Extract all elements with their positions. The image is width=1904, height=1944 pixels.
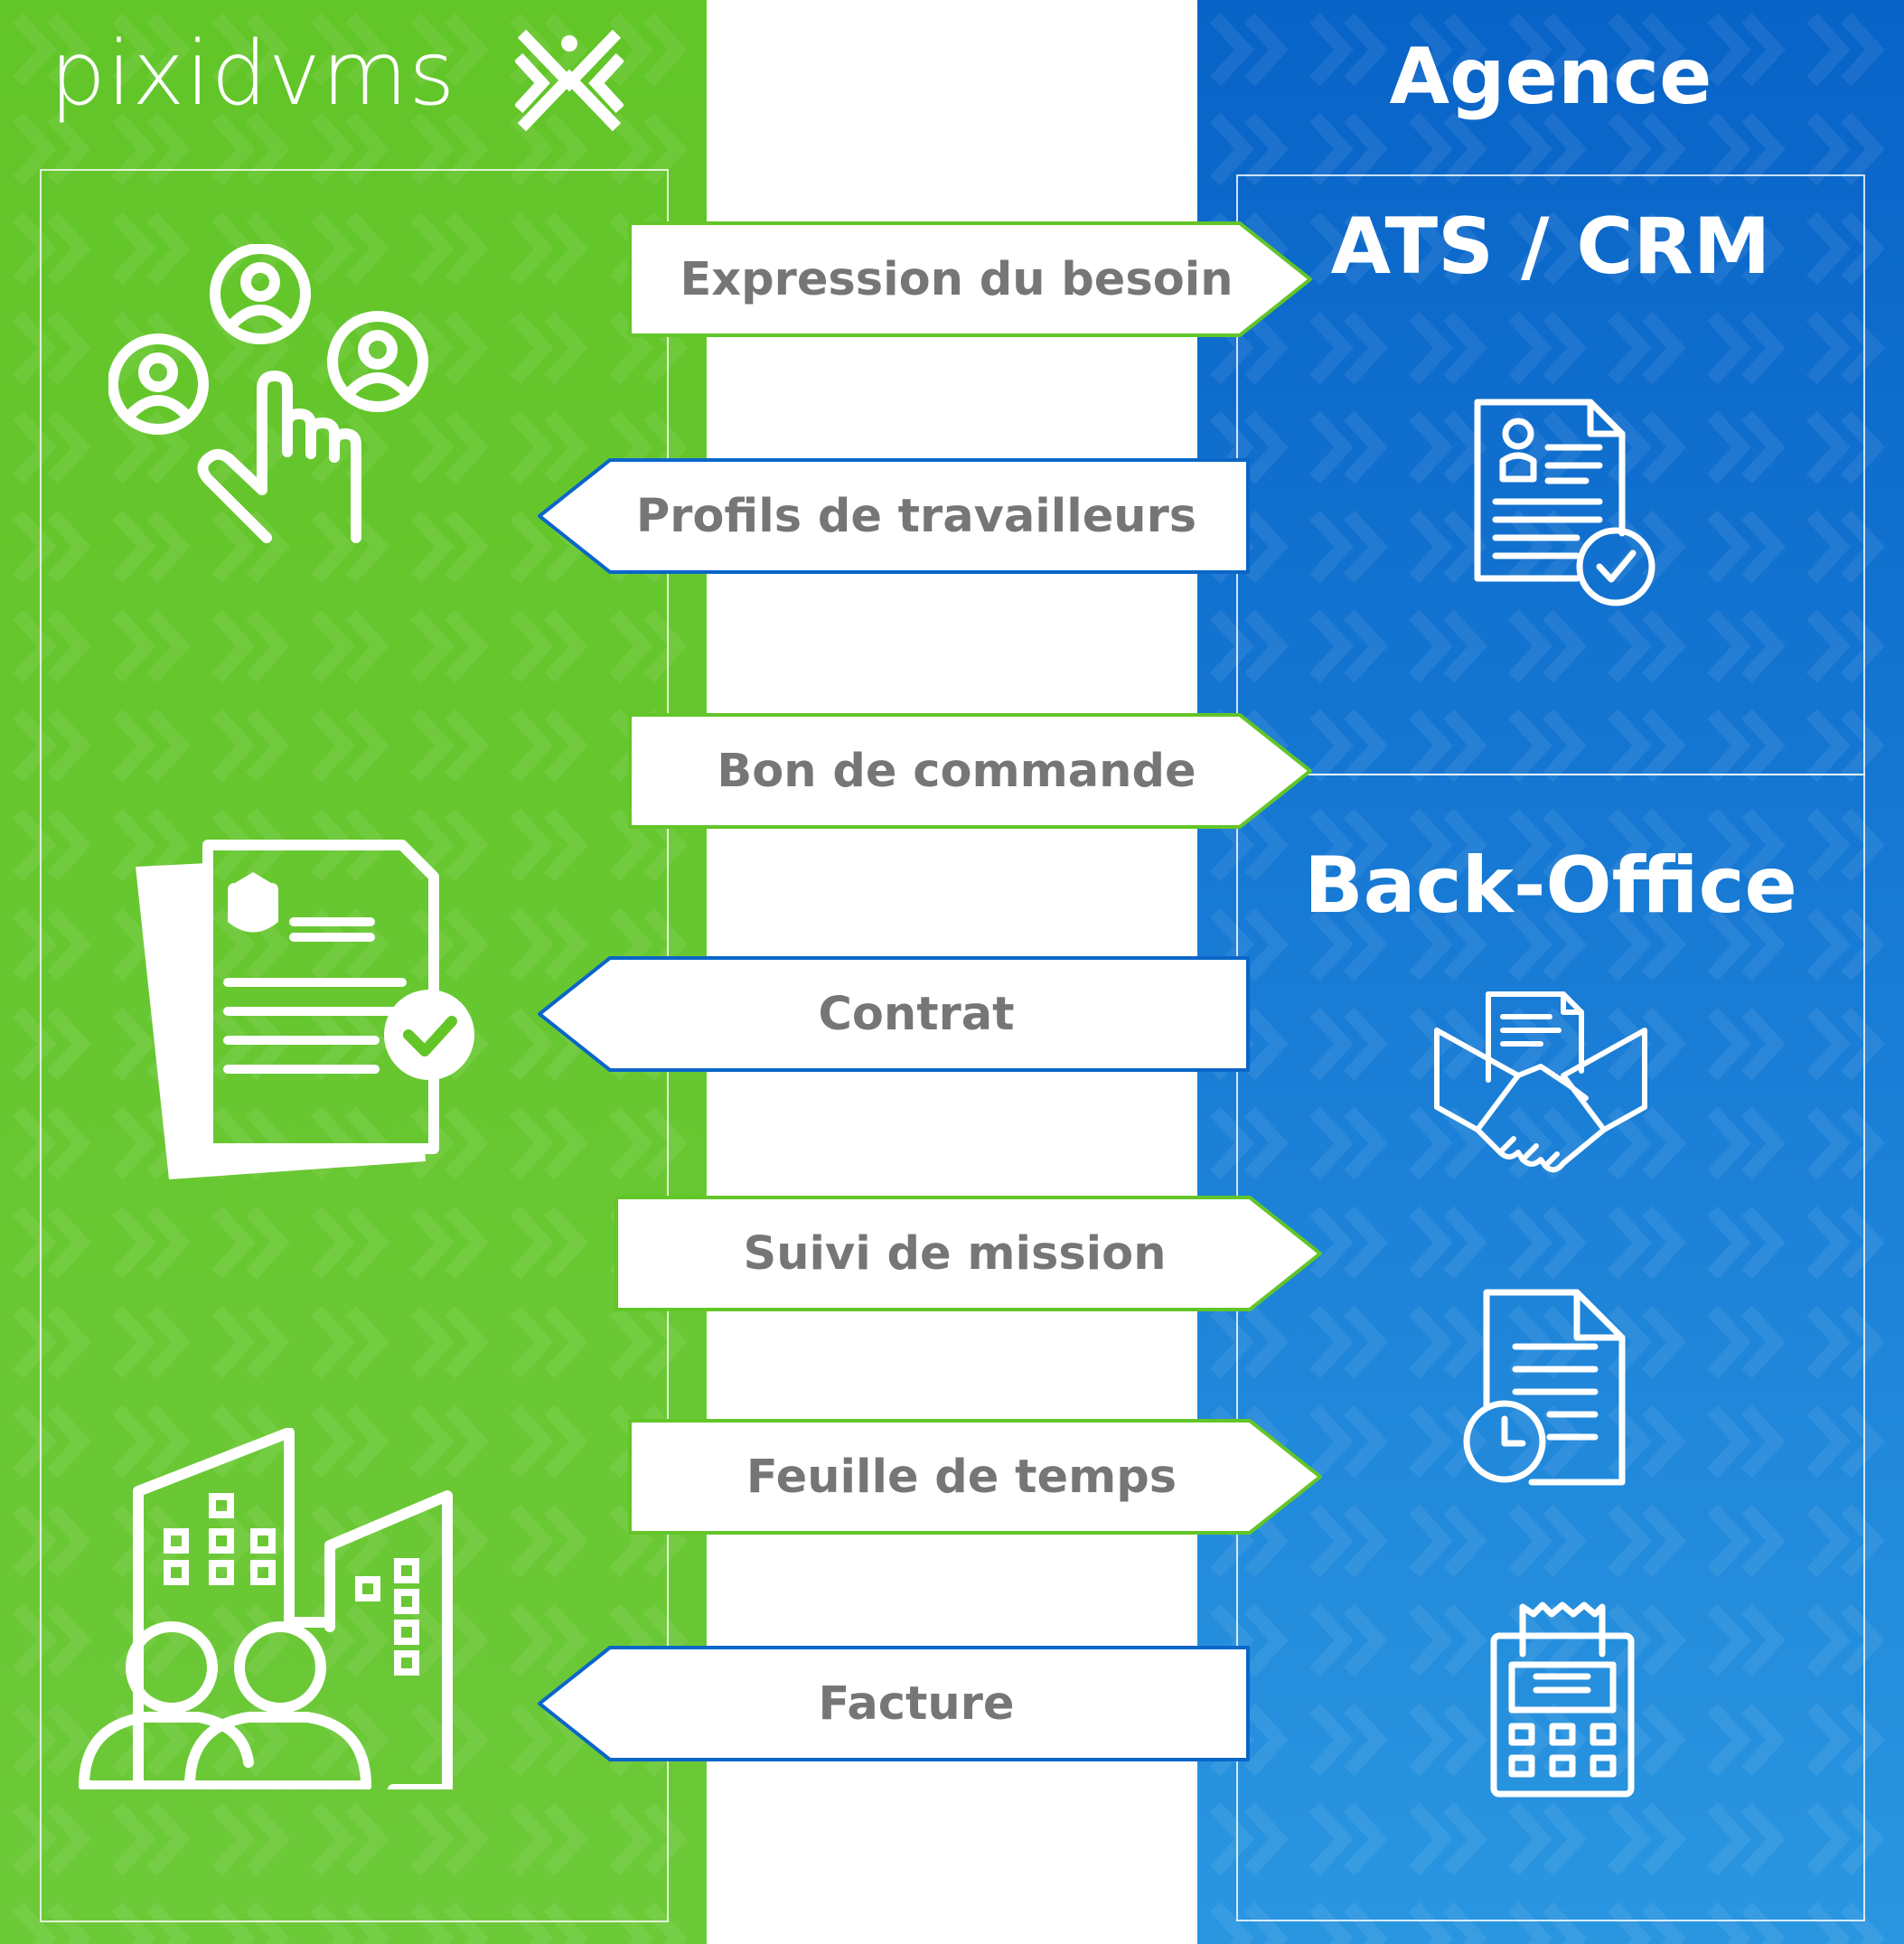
chevron-pattern-background [1197,0,1904,1944]
back-office-title: Back-Office [1304,841,1797,931]
pixid-x-logo-icon [515,29,624,132]
flow-label: Profils de travailleurs [635,489,1197,543]
calculator-receipt-icon [1490,1601,1635,1798]
flow-label: Feuille de temps [746,1450,1177,1504]
flow-arrow-to-agence: Bon de commande [628,713,1312,829]
flow-label: Suivi de mission [743,1226,1167,1281]
flow-label: Bon de commande [717,744,1196,798]
handshake-icon [1434,991,1647,1173]
flow-label: Expression du besoin [680,252,1233,306]
back-office-frame [1236,774,1865,1921]
flow-label: Facture [818,1676,1015,1731]
arrow-shape [628,713,1312,829]
flow-arrow-to-pixidvms: Facture [538,1646,1250,1761]
resume-check-icon [1474,399,1655,606]
arrow-body [538,458,1250,574]
arrow-shape [628,1419,1322,1535]
arrow-body [628,221,1312,337]
people-selection-icon [108,244,428,543]
arrow-body [614,1196,1322,1311]
arrow-body [538,956,1250,1072]
company-workers-icon [79,1428,453,1789]
arrow-shape [538,956,1250,1072]
contract-document-icon [136,840,474,1179]
arrow-body [628,713,1312,829]
flow-arrow-to-pixidvms: Contrat [538,956,1250,1072]
timesheet-clock-icon [1463,1289,1626,1486]
arrow-body [628,1419,1322,1535]
arrow-shape [538,1646,1250,1761]
agence-title: Agence [1389,32,1712,122]
arrow-body [538,1646,1250,1761]
flow-arrow-to-agence: Expression du besoin [628,221,1312,337]
ats-crm-title: ATS / CRM [1330,202,1771,292]
agence-panel: Agence ATS / CRM Back-Office [1197,0,1904,1944]
flow-label: Contrat [818,987,1015,1041]
flow-arrow-to-pixidvms: Profils de travailleurs [538,458,1250,574]
arrow-shape [628,221,1312,337]
pixidvms-logo-text: pixidvms [50,23,456,126]
arrow-shape [614,1196,1322,1311]
flow-arrow-to-agence: Feuille de temps [628,1419,1322,1535]
pixidvms-panel: pixidvms [0,0,707,1944]
flow-arrow-to-agence: Suivi de mission [614,1196,1322,1311]
arrow-shape [538,458,1250,574]
